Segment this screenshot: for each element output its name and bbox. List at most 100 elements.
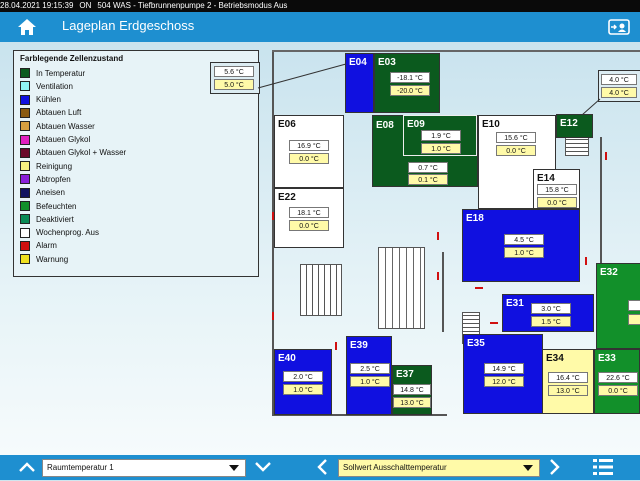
legend-swatch (20, 147, 30, 158)
legend-item: In Temperatur (20, 67, 85, 79)
actual-temperature: -18.1 °C (390, 72, 430, 83)
setpoint-temperature: 13.0 °C (393, 397, 431, 408)
dropdown-arrow-icon (517, 460, 539, 476)
legend-label: Abtauen Glykol (36, 135, 91, 144)
legend-swatch (20, 94, 30, 105)
setpoint-temperature: 13.0 °C (548, 385, 588, 396)
scroll-down-button[interactable] (248, 453, 278, 481)
room-E31[interactable]: E31 3.0 °C 1.5 °C (502, 294, 594, 332)
actual-temperature: 15.6 °C (496, 132, 536, 143)
legend-label: In Temperatur (36, 68, 86, 78)
actual-temperature: 16.9 °C (289, 140, 329, 151)
setpoint-temperature: 5.0 °C (214, 79, 254, 90)
legend-swatch (20, 107, 30, 118)
bottom-bar: Raumtemperatur 1 Sollwert Ausschalttempe… (0, 455, 640, 480)
room-E12[interactable]: E12 (556, 114, 593, 138)
room-label: E04 (349, 57, 367, 68)
page-title: Lageplan Erdgeschoss (62, 18, 195, 33)
setpoint-temperature: 12.0 °C (484, 376, 524, 387)
menu-icon (593, 459, 613, 475)
setpoint-temperature: 1.0 °C (421, 143, 461, 154)
actual-temperature: 16.4 °C (548, 372, 588, 383)
setpoint-temperature: 0.1 °C (408, 174, 448, 185)
legend-label: Warnung (36, 254, 69, 264)
legend-label: Alarm (36, 241, 57, 251)
room-label: E34 (546, 353, 564, 364)
setpoint-temperature: 0.0 °C (289, 153, 329, 164)
setpoint-temperature: 0.0 °C (289, 220, 329, 231)
legend-item: Abtauen Glykol + Wasser (20, 147, 126, 159)
setpoint-temperature: 1.0 °C (350, 376, 390, 387)
next-button[interactable] (540, 453, 570, 481)
legend-item: Deaktiviert (20, 213, 74, 225)
legend-item: Kühlen (20, 94, 61, 106)
legend-swatch (20, 174, 30, 185)
user-switch-icon (608, 19, 630, 35)
actual-temperature: 22.6 °C (598, 372, 638, 383)
select-value: Sollwert Ausschalttemperatur (343, 463, 447, 472)
setpoint-temperature: 1.5 °C (531, 316, 571, 327)
menu-button[interactable] (588, 453, 618, 481)
room-E35[interactable]: E35 14.9 °C 12.0 °C (463, 334, 543, 414)
room-E18[interactable]: E18 4.5 °C 1.0 °C (462, 209, 580, 282)
legend-label: Abtauen Luft (36, 108, 82, 118)
home-icon (18, 19, 36, 35)
actual-temperature: 4.5 °C (504, 234, 544, 245)
value-select-2[interactable]: Sollwert Ausschalttemperatur (338, 459, 540, 477)
setpoint-temperature: 1.0 °C (504, 247, 544, 258)
room-E39[interactable]: E39 2.5 °C 1.0 °C (346, 336, 392, 415)
user-switch-button[interactable] (604, 13, 634, 41)
actual-temperature: 4.0 °C (601, 74, 637, 85)
legend-label: Abtauen Glykol + Wasser (36, 148, 127, 158)
value-select-1[interactable]: Raumtemperatur 1 (42, 459, 246, 477)
legend-swatch (20, 81, 30, 92)
legend-item: Alarm (20, 240, 57, 252)
status-state: ON (79, 1, 92, 10)
legend-label: Wochenprog. Aus (36, 228, 100, 238)
room-E09[interactable]: E09 1.9 °C 1.0 °C (403, 115, 477, 156)
room-label: E22 (278, 192, 296, 203)
actual-temperature: 3.0 °C (531, 303, 571, 314)
room-E33[interactable]: E33 22.6 °C 0.0 °C (594, 349, 640, 414)
dropdown-arrow-icon (223, 460, 245, 476)
room-label: E31 (506, 298, 524, 309)
setpoint-temperature: -20.0 °C (390, 85, 430, 96)
room-E37[interactable]: E37 14.8 °C 13.0 °C (392, 365, 432, 415)
home-button[interactable] (12, 13, 42, 41)
room-label: E39 (350, 340, 368, 351)
status-datetime: 28.04.2021 19:15:39 (0, 1, 74, 10)
legend-label: Befeuchten (36, 201, 77, 211)
actual-temperature: 18.1 °C (289, 207, 329, 218)
legend-swatch (20, 214, 30, 225)
room-label: E40 (278, 353, 296, 364)
room-E14[interactable]: E14 15.8 °C 0.0 °C (533, 169, 580, 209)
scroll-up-button[interactable] (12, 453, 42, 481)
room-E34[interactable]: E34 16.4 °C 13.0 °C (542, 349, 594, 414)
room-label: E12 (560, 118, 578, 129)
chevron-left-icon (317, 459, 327, 475)
legend-item: Abtauen Luft (20, 107, 81, 119)
room-E22[interactable]: E22 18.1 °C 0.0 °C (274, 188, 344, 248)
room-E03[interactable]: E03 -18.1 °C -20.0 °C (374, 53, 440, 113)
callout-left: 5.6 °C 5.0 °C (210, 62, 260, 94)
legend-item: Abtropfen (20, 173, 71, 185)
legend-item: Warnung (20, 253, 68, 265)
legend-swatch (20, 254, 30, 265)
room-label: E33 (598, 353, 616, 364)
room-E40[interactable]: E40 2.0 °C 1.0 °C (274, 349, 332, 415)
legend-swatch (20, 121, 30, 132)
actual-temperature: 14.8 °C (393, 384, 431, 395)
legend-label: Kühlen (36, 95, 61, 105)
setpoint-temperature: 4.0 °C (601, 87, 637, 98)
room-label: E08 (376, 120, 394, 131)
actual-temperature: 5.6 °C (214, 66, 254, 77)
legend-label: Aneisen (36, 188, 65, 198)
room-E04[interactable]: E04 (345, 53, 374, 113)
legend-item: Aneisen (20, 187, 65, 199)
previous-button[interactable] (307, 453, 337, 481)
actual-temperature: 2.5 °C (350, 363, 390, 374)
room-E06[interactable]: E06 16.9 °C 0.0 °C (274, 115, 344, 188)
setpoint-temperature: 0.0 °C (537, 197, 577, 208)
